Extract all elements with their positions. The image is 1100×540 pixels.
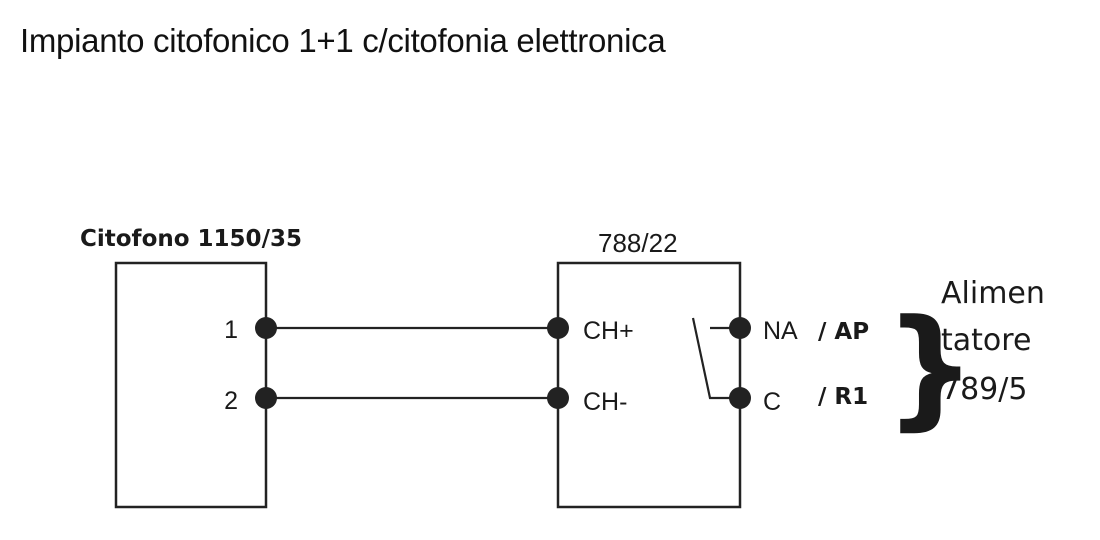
terminal-label-ch-plus: CH+ [583,317,634,345]
terminal-label-ch-minus: CH- [583,388,627,416]
terminal-alt-r1: / R1 [818,384,868,410]
relay-label: 788/22 [598,228,678,258]
power-supply-label-line-1: Alimen [941,276,1045,311]
diagram-title: Impianto citofonico 1+1 c/citofonia elet… [20,22,666,59]
relay-box [556,261,742,509]
terminal-dot-na [729,317,751,339]
terminal-label-c: C [763,388,781,416]
terminal-label-2: 2 [224,387,238,415]
intercom-box [114,261,268,509]
terminal-alt-ap: / AP [818,319,869,345]
terminal-dot-1 [255,317,277,339]
terminal-label-na: NA [763,317,798,345]
terminal-dot-ch-minus [547,387,569,409]
power-supply-label-line-3: 789/5 [941,372,1027,407]
intercom-label: Citofono 1150/35 [80,226,302,252]
terminal-dot-2 [255,387,277,409]
brace-icon: } [884,291,977,443]
terminal-dot-ch-plus [547,317,569,339]
terminal-label-1: 1 [224,316,238,344]
power-supply-label-line-2: tatore [941,323,1031,358]
terminal-dot-c [729,387,751,409]
